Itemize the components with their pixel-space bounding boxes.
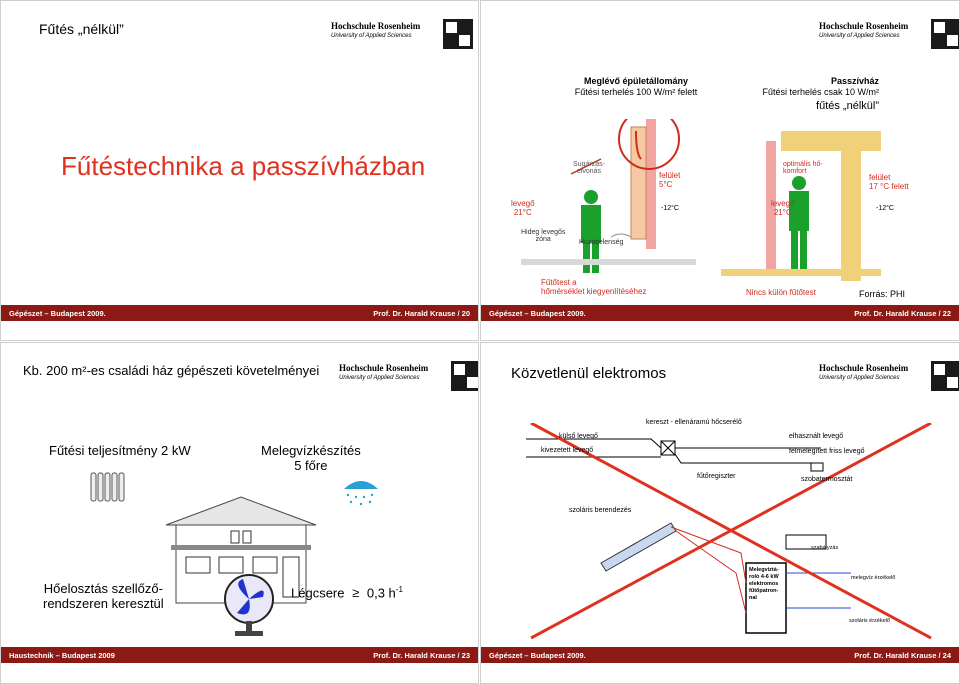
slide-footer: Gépészet – Budapest 2009. Prof. Dr. Hara…	[481, 305, 959, 321]
no-radiator-caption: Nincs külön fűtőtest	[746, 288, 816, 297]
hochschule-logo-icon	[443, 19, 473, 49]
heating-coil-label: fűtőregiszter	[697, 473, 736, 480]
surface-temp-left: felület 5°C	[659, 171, 681, 189]
air-change-rate: Légcsere ≥ 0,3 h-1	[291, 585, 403, 601]
shower-icon	[344, 481, 378, 506]
control-label: szabályzás	[811, 545, 839, 551]
source-label: Forrás: PHI	[859, 289, 906, 299]
ventilation-diagram	[526, 423, 932, 640]
slide-title: Fűtés „nélkül”	[39, 21, 124, 37]
used-air-label: elhasznált levegő	[789, 433, 844, 440]
hochschule-logo: Hochschule Rosenheim University of Appli…	[819, 19, 959, 49]
outside-temp-left: -12°C	[661, 205, 679, 212]
heat-exchanger-label: kereszt - ellenáramú hőcserélő	[646, 419, 742, 426]
passive-house-illustration	[721, 131, 881, 281]
hot-water-sensor-label: melegvíz érzékelő	[851, 575, 896, 581]
hochschule-logo-icon	[931, 19, 959, 49]
outside-temp-right: -12°C	[876, 205, 894, 212]
passive-house-heading: Passzívház Fűtési terhelés csak 10 W/m² …	[762, 76, 879, 112]
hochschule-logo-icon	[931, 361, 959, 391]
slide-22: Hochschule Rosenheim University of Appli…	[480, 0, 960, 341]
slide-footer: Gépészet – Budapest 2009. Prof. Dr. Hara…	[1, 305, 478, 321]
slide-20: Fűtés „nélkül” Hochschule Rosenheim Univ…	[0, 0, 479, 341]
solar-sensor-label: szoláris érzékelő	[849, 618, 890, 624]
main-title: Fűtéstechnika a passzívházban	[61, 151, 426, 181]
radiation-label: Sugárzás- elvonás	[573, 161, 605, 175]
cold-zone-label: Hideg levegős zóna	[521, 229, 566, 243]
hochschule-logo: Hochschule Rosenheim University of Appli…	[339, 361, 478, 391]
optimal-comfort-label: optimális hő- komfort	[783, 161, 823, 175]
existing-building-heading: Meglévő épületállomány Fűtési terhelés 1…	[574, 76, 698, 97]
slide-footer: Gépészet – Budapest 2009. Prof. Dr. Hara…	[481, 647, 959, 663]
heating-power: Fűtési teljesítmény 2 kW	[49, 443, 191, 458]
slide-24: Közvetlenül elektromos Hochschule Rosenh…	[480, 342, 960, 684]
fan-icon	[224, 574, 274, 636]
radiator-icon	[90, 472, 125, 502]
radiator-caption: Fűtőtest a hőmérséklet kiegyenlítéséhez	[541, 278, 647, 296]
slide-title: Kb. 200 m²-es családi ház gépészeti köve…	[23, 363, 320, 378]
existing-building-illustration	[521, 119, 696, 273]
room-thermostat-label: szobatermosztát	[801, 476, 853, 483]
heat-distribution: Hőelosztás szellőző- rendszeren keresztü…	[43, 581, 164, 611]
warm-fresh-air-label: felmelegített friss levegő	[789, 448, 865, 455]
hochschule-logo-icon	[451, 361, 478, 391]
slide-23: Kb. 200 m²-es családi ház gépészeti köve…	[0, 342, 479, 684]
hochschule-logo: Hochschule Rosenheim University of Appli…	[819, 361, 959, 391]
slide-footer: Haustechnik – Budapest 2009 Prof. Dr. Ha…	[1, 647, 478, 663]
air-temp-right: levegő 21°C	[771, 199, 795, 217]
exhaust-air-label: kivezetett levegő	[541, 447, 594, 454]
solar-system-label: szoláris berendezés	[569, 507, 632, 514]
outside-air-label: külső levegő	[559, 433, 598, 440]
draught-label: Huzatjelenség	[579, 239, 624, 246]
air-temp-left: levegő 21°C	[511, 199, 535, 217]
hochschule-logo: Hochschule Rosenheim University of Appli…	[331, 19, 478, 49]
hot-water-requirement: Melegvízkészítés 5 főre	[261, 443, 361, 473]
surface-temp-right: felület 17 °C felett	[869, 173, 909, 191]
slide-title: Közvetlenül elektromos	[511, 365, 667, 382]
hot-water-tank-label: Melegvíztá- roló 4-6 kW elektromos fűtőp…	[749, 567, 779, 601]
